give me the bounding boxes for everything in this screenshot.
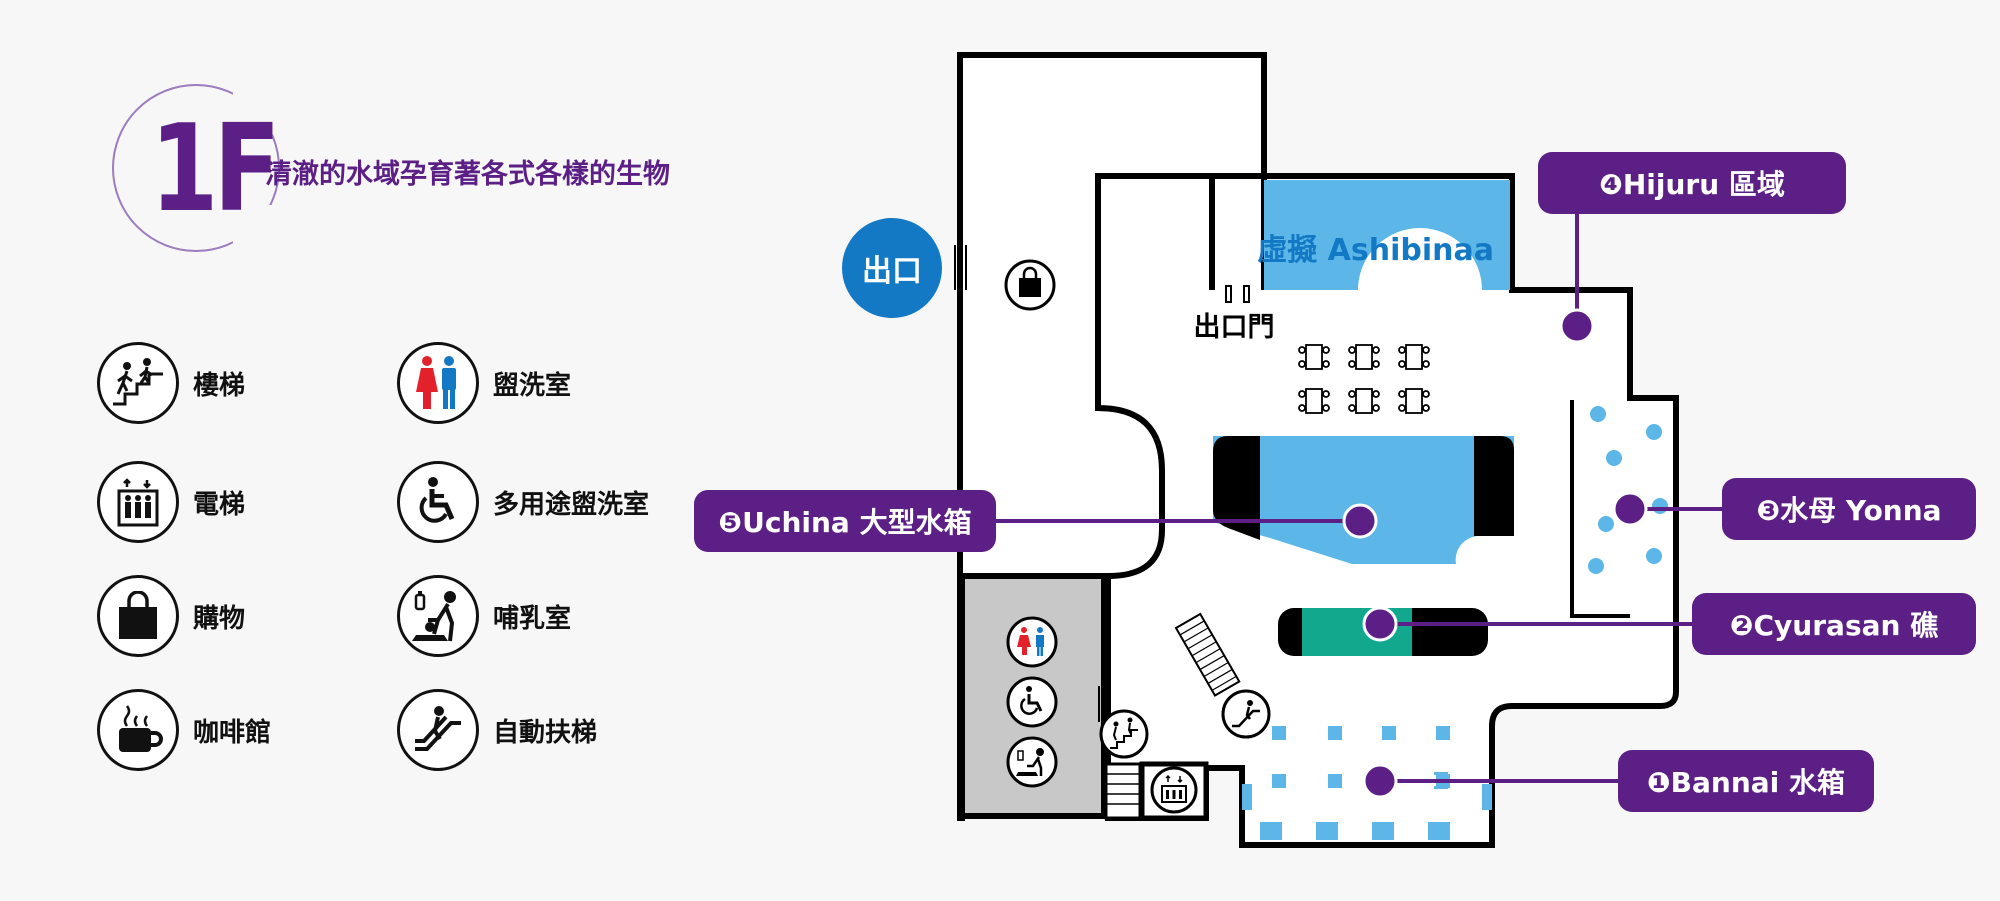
stairs-map-icon[interactable] [1099, 709, 1149, 759]
staircase [1174, 612, 1241, 697]
escalator-map-icon[interactable] [1221, 689, 1271, 739]
cafe-tables [1298, 344, 1430, 414]
jellyfish-tanks [1588, 406, 1668, 574]
callout-uchina-tank[interactable]: ❺Uchina 大型水箱 [694, 490, 996, 552]
coffee-icon [97, 689, 179, 771]
legend-item-wheelchair: 多用途盥洗室 [397, 461, 649, 543]
callout-bannai-tank[interactable]: ❶Bannai 水箱 [1618, 750, 1874, 812]
callout-cyurasan-reef[interactable]: ❷Cyurasan 礁 [1692, 593, 1976, 655]
legend-label: 哺乳室 [493, 603, 572, 634]
uchina-tank [1213, 436, 1514, 564]
elevator-map-icon[interactable] [1150, 766, 1198, 814]
legend-label: 自動扶梯 [493, 717, 598, 748]
legend-label: 盥洗室 [493, 370, 572, 401]
callout-hijuru-area[interactable]: ❹Hijuru 區域 [1538, 152, 1846, 214]
stair-room [1104, 762, 1142, 820]
legend-label: 多用途盥洗室 [493, 489, 650, 520]
stair-steps [1106, 773, 1140, 805]
legend-item-elevator: 電梯 [97, 461, 245, 543]
legend-label: 購物 [193, 603, 246, 634]
location-dots [1342, 308, 1648, 799]
escalator-icon [397, 689, 479, 771]
shopping-icon [97, 575, 179, 657]
legend-label: 電梯 [193, 489, 246, 520]
legend-item-escalator: 自動扶梯 [397, 689, 597, 771]
callout-jellyfish-yonna[interactable]: ❸水母 Yonna [1722, 478, 1976, 540]
elevator-icon [97, 461, 179, 543]
exit-gate-label: 出口門 [1194, 312, 1275, 343]
legend-label: 樓梯 [193, 370, 246, 401]
stairs-icon [97, 342, 179, 424]
shop-map-icon[interactable] [1004, 259, 1056, 311]
jellyfish-wall [1570, 400, 1630, 618]
floor-label: 1F [150, 100, 281, 239]
restroom-icon [397, 342, 479, 424]
legend-item-stairs: 樓梯 [97, 342, 245, 424]
wheelchair-map-icon[interactable] [1006, 676, 1058, 728]
legend-label: 咖啡館 [193, 717, 272, 748]
exit-badge[interactable]: 出口 [842, 218, 942, 318]
tank-wall-right [1474, 436, 1514, 536]
restroom-map-icon[interactable] [1006, 616, 1058, 668]
legend-item-restroom: 盥洗室 [397, 342, 571, 424]
exit-gate-markers [1225, 285, 1250, 303]
legend-item-coffee: 咖啡館 [97, 689, 271, 771]
tank-wall-left [1213, 436, 1260, 540]
floor-circle [112, 84, 280, 252]
nursing-room-icon [397, 575, 479, 657]
nursing-map-icon[interactable] [1006, 736, 1058, 788]
exit-door [954, 245, 1110, 722]
wheelchair-icon [397, 461, 479, 543]
legend-item-nursing: 哺乳室 [397, 575, 571, 657]
bannai-marker [1434, 772, 1448, 789]
virtual-ashibinaa-area [1264, 180, 1510, 290]
virtual-ashibinaa-label: 虛擬 Ashibinaa [1257, 233, 1494, 268]
floor-subtitle: 清澈的水域孕育著各式各樣的生物 [265, 159, 670, 190]
legend-item-shopping: 購物 [97, 575, 245, 657]
